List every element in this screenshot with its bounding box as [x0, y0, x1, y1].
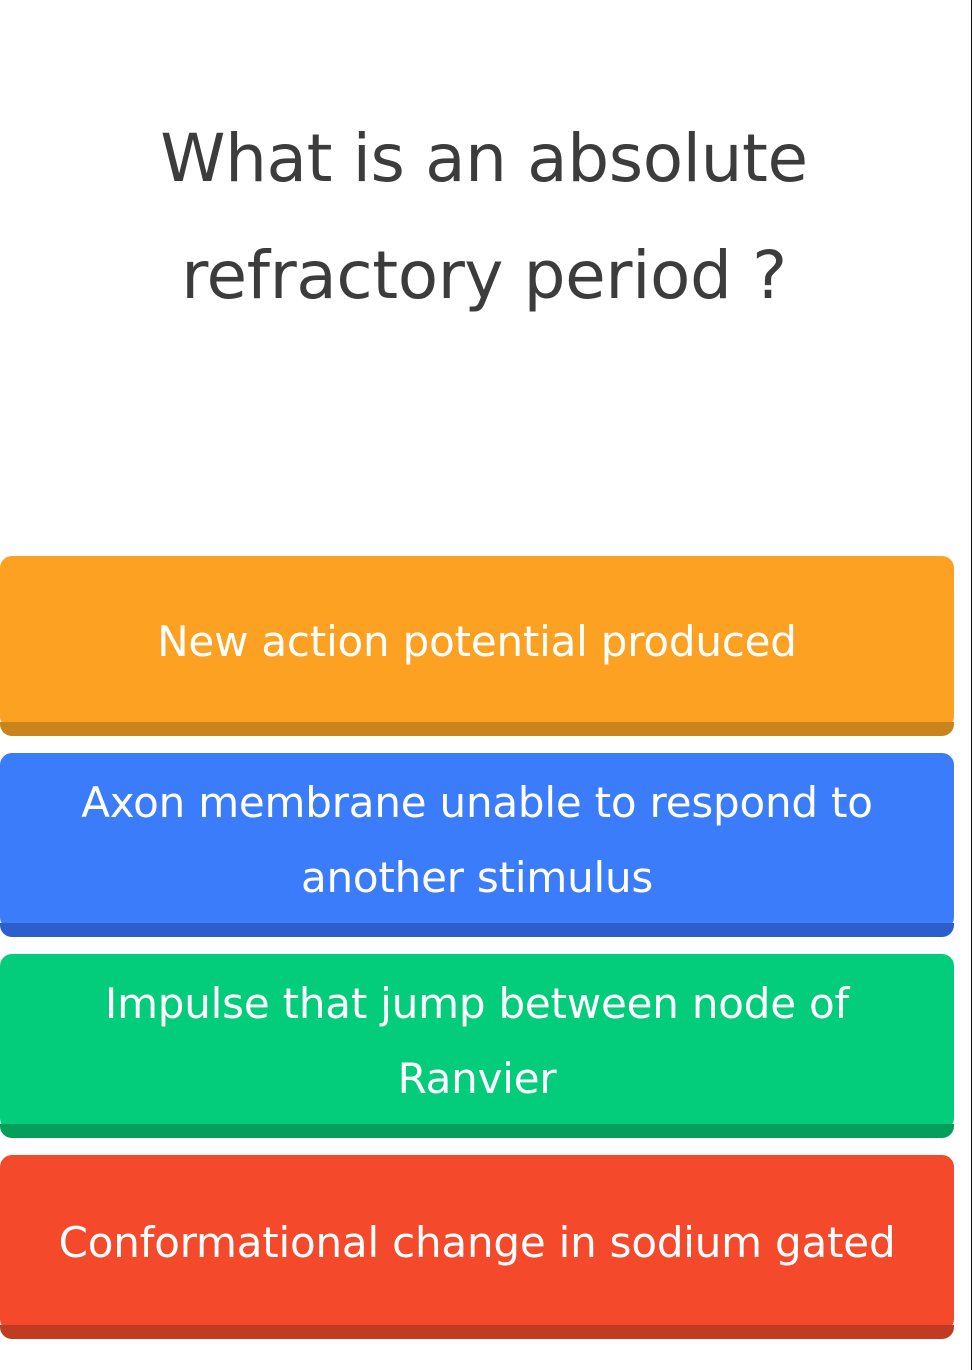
answer-option-c-button[interactable]: Impulse that jump between node of Ranvie… — [0, 954, 954, 1138]
answer-option-b-label: Axon membrane unable to respond to anoth… — [81, 778, 873, 902]
answer-option-b-button[interactable]: Axon membrane unable to respond to anoth… — [0, 753, 954, 937]
answer-options-list: New action potential produced Axon membr… — [0, 556, 954, 1356]
answer-option-c-label: Impulse that jump between node of Ranvie… — [104, 979, 850, 1103]
question-text: What is an absolute refractory period ? — [160, 120, 808, 315]
answer-option-c-edge — [0, 1124, 954, 1138]
answer-option-d-label: Conformational change in sodium gated — [58, 1217, 896, 1267]
viewport-right-edge-rule — [971, 0, 972, 1370]
answer-option-a-edge — [0, 722, 954, 736]
question-block: What is an absolute refractory period ? — [0, 100, 968, 335]
answer-option-b-face: Axon membrane unable to respond to anoth… — [0, 753, 954, 929]
answer-option-d-face: Conformational change in sodium gated — [0, 1155, 954, 1331]
answer-option-a-label: New action potential produced — [157, 616, 797, 666]
answer-option-d-edge — [0, 1325, 954, 1339]
answer-option-b-edge — [0, 923, 954, 937]
answer-option-c-face: Impulse that jump between node of Ranvie… — [0, 954, 954, 1130]
answer-option-a-face: New action potential produced — [0, 556, 954, 728]
answer-option-d-button[interactable]: Conformational change in sodium gated — [0, 1155, 954, 1339]
answer-option-a-button[interactable]: New action potential produced — [0, 556, 954, 736]
